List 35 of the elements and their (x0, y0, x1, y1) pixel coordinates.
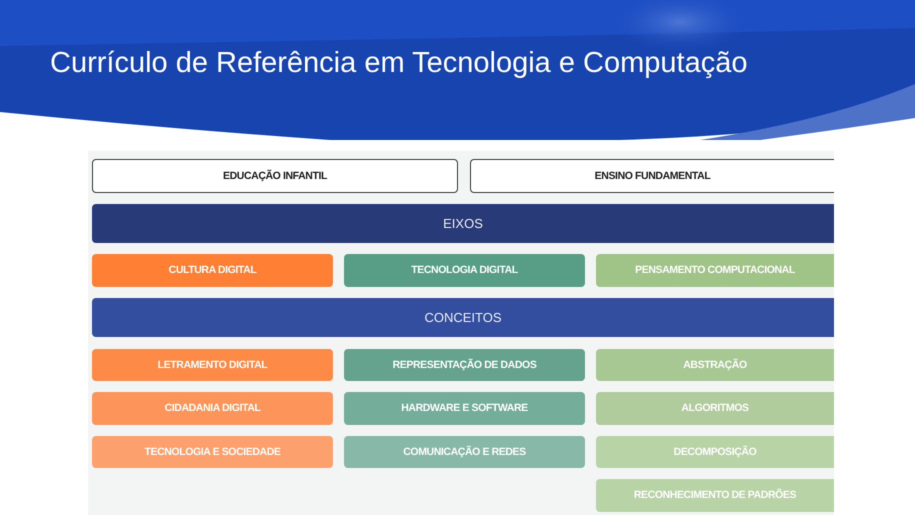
category-label: PENSAMENTO COMPUTACIONAL (635, 264, 795, 277)
section-band (92, 298, 834, 337)
category-label: DECOMPOSIÇÃO (674, 446, 756, 458)
category-box (596, 254, 834, 287)
category-box (92, 436, 333, 468)
stage-label: EDUCAÇÃO INFANTIL (222, 170, 328, 182)
category-box (596, 392, 834, 425)
stage-box (470, 159, 834, 193)
slide-title: Currículo de Referência em Tecnologia e Computação (50, 46, 748, 81)
category-box (596, 479, 834, 512)
category-label: CULTURA DIGITAL (168, 264, 256, 277)
category-box (92, 349, 333, 381)
category-box (344, 254, 585, 287)
category-box (92, 254, 333, 287)
stage-label: ENSINO FUNDAMENTAL (594, 170, 710, 182)
category-box (596, 349, 834, 381)
category-label: TECNOLOGIA DIGITAL (411, 264, 518, 277)
category-box (92, 392, 333, 425)
category-box (344, 436, 585, 468)
section-label: CONCEITOS (424, 311, 502, 324)
section-band (92, 204, 834, 243)
stage-box (92, 159, 458, 193)
category-label: LETRAMENTO DIGITAL (158, 358, 268, 372)
category-label: REPRESENTAÇÃO DE DADOS (392, 358, 536, 372)
category-label: ABSTRAÇÃO (683, 358, 747, 372)
category-label: RECONHECIMENTO DE PADRÕES (634, 489, 796, 502)
category-box (344, 392, 585, 425)
category-label: TECNOLOGIA E SOCIEDADE (144, 446, 281, 458)
category-label: CIDADANIA DIGITAL (164, 402, 260, 415)
category-label: ALGORITMOS (681, 402, 749, 415)
section-label: EIXOS (443, 217, 483, 230)
category-box (344, 349, 585, 381)
category-label: HARDWARE E SOFTWARE (401, 402, 528, 415)
category-box (596, 436, 834, 468)
category-label: COMUNICAÇÃO E REDES (403, 446, 526, 458)
